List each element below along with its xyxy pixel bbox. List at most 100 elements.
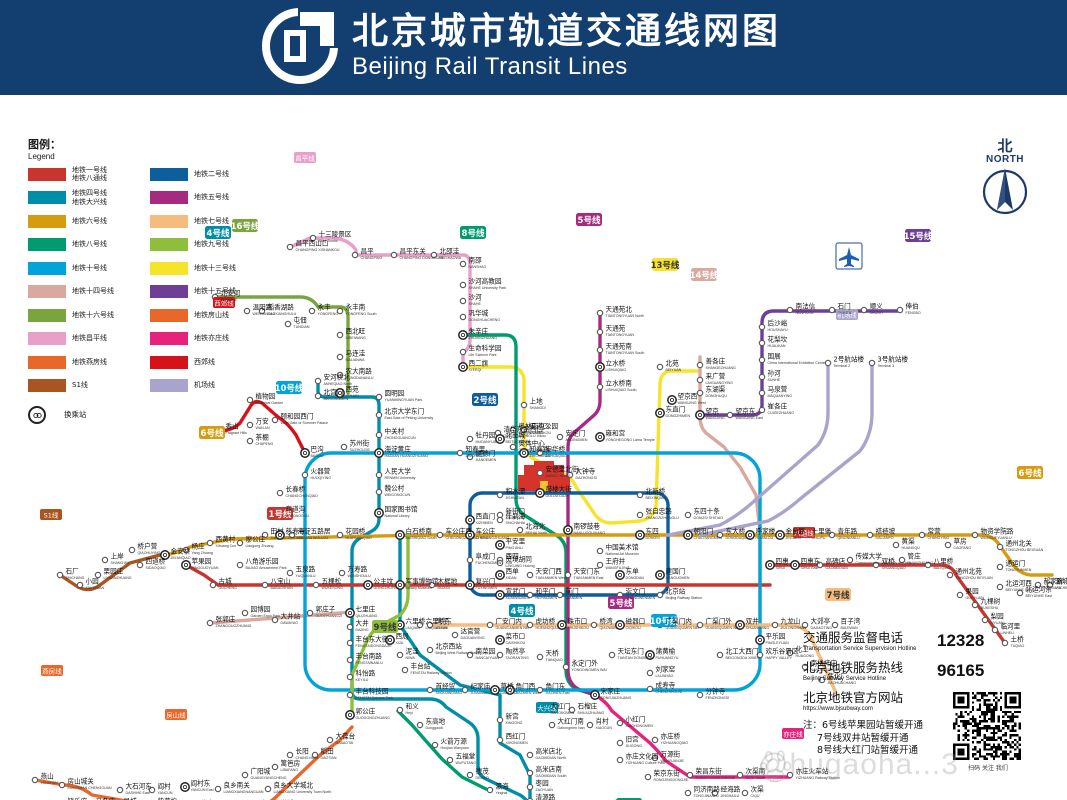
station-marker[interactable] bbox=[426, 646, 434, 654]
station-marker[interactable] bbox=[209, 581, 217, 589]
station-marker[interactable] bbox=[1034, 581, 1042, 589]
station-marker[interactable] bbox=[345, 608, 355, 618]
station-marker[interactable] bbox=[261, 581, 269, 589]
station-marker[interactable] bbox=[458, 362, 468, 372]
station-marker[interactable] bbox=[428, 581, 436, 589]
station-marker[interactable] bbox=[684, 789, 692, 797]
station-marker[interactable] bbox=[656, 363, 664, 371]
station-marker[interactable] bbox=[264, 785, 272, 793]
station-marker[interactable] bbox=[758, 406, 766, 414]
station-marker[interactable] bbox=[314, 392, 322, 400]
station-marker[interactable] bbox=[816, 561, 824, 569]
station-marker[interactable] bbox=[246, 437, 254, 445]
station-marker[interactable] bbox=[548, 721, 556, 729]
station-marker[interactable] bbox=[956, 591, 964, 599]
station-marker[interactable] bbox=[818, 676, 826, 684]
station-marker[interactable] bbox=[758, 323, 766, 331]
station-marker[interactable] bbox=[651, 736, 659, 744]
station-marker[interactable] bbox=[426, 621, 434, 629]
station-marker[interactable] bbox=[536, 449, 544, 457]
station-marker[interactable] bbox=[996, 543, 1004, 551]
station-marker[interactable] bbox=[971, 601, 979, 609]
station-marker[interactable] bbox=[860, 306, 868, 314]
station-marker[interactable] bbox=[456, 449, 464, 457]
station-marker[interactable] bbox=[595, 362, 605, 372]
station-marker[interactable] bbox=[459, 281, 467, 289]
station-marker[interactable] bbox=[866, 531, 874, 539]
station-marker[interactable] bbox=[375, 431, 383, 439]
transit-map[interactable]: 16号线4号线8号线5号线13号线14号线15号线2号线10号线6号线1号线9号… bbox=[0, 95, 1067, 800]
station-marker[interactable] bbox=[892, 541, 900, 549]
station-marker[interactable] bbox=[616, 719, 624, 727]
station-marker[interactable] bbox=[716, 651, 724, 659]
station-marker[interactable] bbox=[596, 561, 604, 569]
station-marker[interactable] bbox=[608, 651, 616, 659]
station-marker[interactable] bbox=[271, 416, 279, 424]
station-marker[interactable] bbox=[314, 377, 322, 385]
station-marker[interactable] bbox=[128, 546, 136, 554]
station-marker[interactable] bbox=[236, 561, 244, 569]
station-marker[interactable] bbox=[490, 685, 500, 695]
station-marker[interactable] bbox=[312, 581, 320, 589]
station-marker[interactable] bbox=[828, 531, 836, 539]
station-marker[interactable] bbox=[596, 346, 604, 354]
station-marker[interactable] bbox=[616, 739, 624, 747]
station-marker[interactable] bbox=[495, 434, 505, 444]
station-marker[interactable] bbox=[214, 785, 222, 793]
station-marker[interactable] bbox=[301, 471, 309, 479]
station-marker[interactable] bbox=[395, 580, 405, 590]
station-marker[interactable] bbox=[526, 571, 534, 579]
station-marker[interactable] bbox=[495, 590, 505, 600]
station-marker[interactable] bbox=[918, 531, 926, 539]
station-marker[interactable] bbox=[786, 306, 794, 314]
station-marker[interactable] bbox=[286, 243, 294, 251]
station-marker[interactable] bbox=[1016, 589, 1024, 597]
station-marker[interactable] bbox=[596, 328, 604, 336]
station-marker[interactable] bbox=[309, 234, 317, 242]
qr-code[interactable] bbox=[953, 692, 1021, 760]
station-marker[interactable] bbox=[101, 556, 109, 564]
station-marker[interactable] bbox=[696, 389, 704, 397]
station-marker[interactable] bbox=[300, 448, 310, 458]
station-marker[interactable] bbox=[148, 786, 156, 794]
station-marker[interactable] bbox=[346, 656, 354, 664]
station-marker[interactable] bbox=[241, 609, 249, 617]
station-marker[interactable] bbox=[136, 561, 144, 569]
station-marker[interactable] bbox=[790, 560, 800, 570]
station-marker[interactable] bbox=[636, 511, 644, 519]
station-marker[interactable] bbox=[686, 771, 694, 779]
station-marker[interactable] bbox=[536, 686, 544, 694]
station-marker[interactable] bbox=[206, 619, 214, 627]
station-marker[interactable] bbox=[741, 789, 749, 797]
station-marker[interactable] bbox=[756, 651, 764, 659]
station-marker[interactable] bbox=[374, 448, 384, 458]
station-marker[interactable] bbox=[991, 626, 999, 634]
station-marker[interactable] bbox=[395, 530, 405, 540]
station-marker[interactable] bbox=[996, 563, 1004, 571]
station-marker[interactable] bbox=[466, 771, 474, 779]
station-marker[interactable] bbox=[336, 371, 344, 379]
station-marker[interactable] bbox=[466, 651, 474, 659]
station-marker[interactable] bbox=[568, 706, 576, 714]
station-marker[interactable] bbox=[755, 635, 765, 645]
station-marker[interactable] bbox=[495, 540, 505, 550]
station-marker[interactable] bbox=[346, 639, 354, 647]
station-marker[interactable] bbox=[520, 426, 528, 434]
station-marker[interactable] bbox=[1046, 581, 1054, 589]
station-marker[interactable] bbox=[466, 453, 474, 461]
station-marker[interactable] bbox=[286, 569, 294, 577]
station-marker[interactable] bbox=[459, 348, 467, 356]
station-marker[interactable] bbox=[181, 560, 191, 570]
station-marker[interactable] bbox=[596, 547, 604, 555]
station-marker[interactable] bbox=[526, 769, 534, 777]
station-marker[interactable] bbox=[385, 635, 395, 645]
station-marker[interactable] bbox=[696, 376, 704, 384]
info-label-en[interactable]: https://www.bjsubway.com bbox=[803, 706, 873, 712]
station-marker[interactable] bbox=[786, 771, 794, 779]
station-marker[interactable] bbox=[94, 571, 102, 579]
station-marker[interactable] bbox=[276, 489, 284, 497]
station-marker[interactable] bbox=[898, 556, 906, 564]
station-marker[interactable] bbox=[683, 530, 693, 540]
station-marker[interactable] bbox=[326, 736, 334, 744]
station-marker[interactable] bbox=[496, 516, 504, 524]
